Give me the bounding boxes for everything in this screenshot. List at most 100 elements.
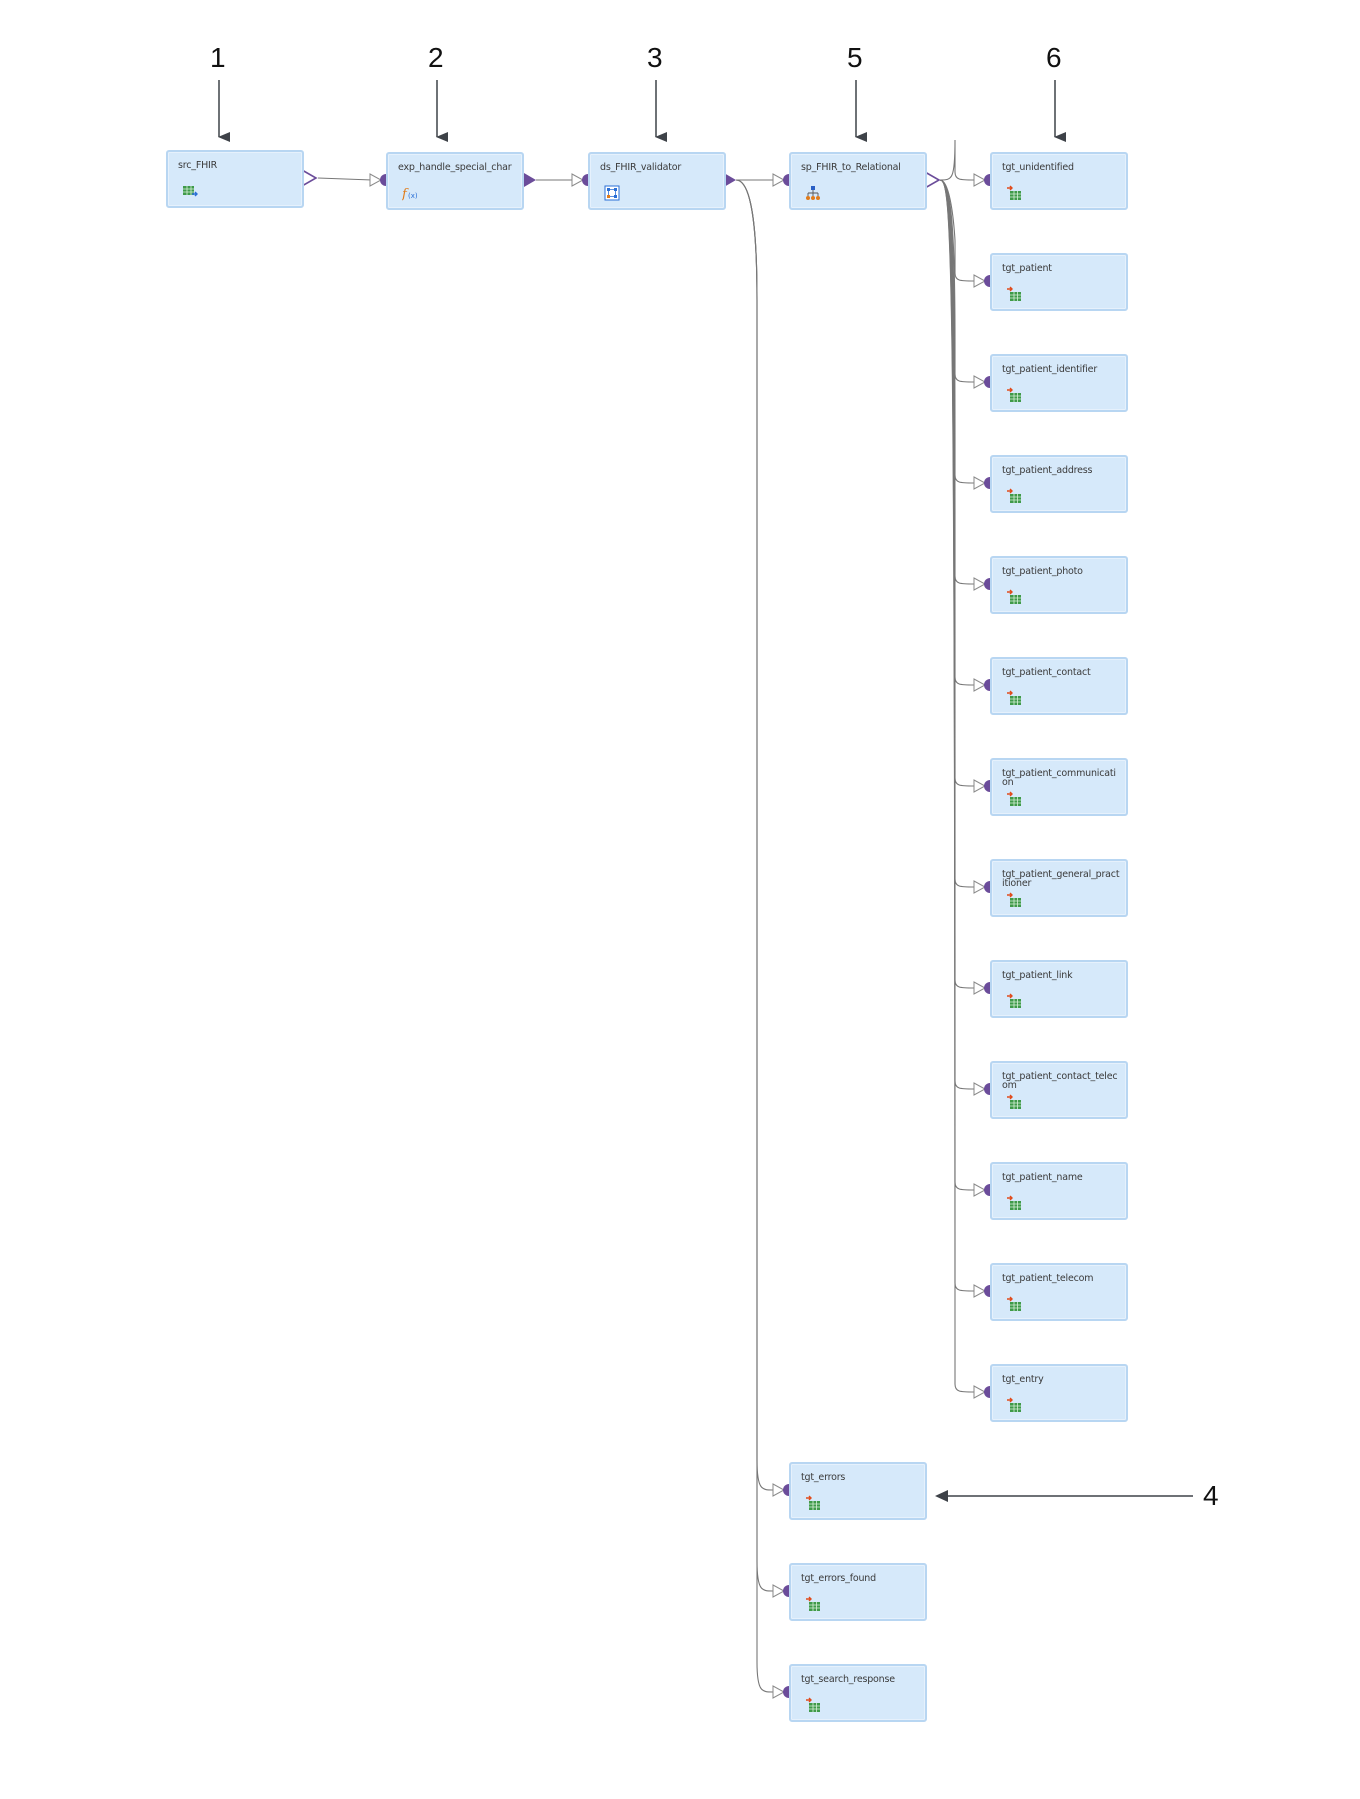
callout-number-1: 1 (210, 42, 226, 73)
error-target-input-port-arrow (772, 1584, 786, 1598)
target-table-icon (806, 1495, 820, 1510)
node-tgt-unidentified[interactable]: tgt_unidentified (990, 152, 1128, 210)
node-tgt-search-response[interactable]: tgt_search_response (789, 1664, 927, 1722)
target-input-port-arrow (973, 678, 987, 692)
target-table-icon (1007, 892, 1021, 907)
callout-number-5: 5 (847, 42, 863, 73)
link-ds-to-error-target (735, 179, 774, 1491)
node-tgt-patient-contact-telecom[interactable]: tgt_patient_contact_telecom (990, 1061, 1128, 1119)
node-label: ds_FHIR_validator (600, 162, 682, 173)
node-exp-handle-special-char[interactable]: exp_handle_special_char f (x) (386, 152, 524, 210)
target-input-port-arrow (973, 476, 987, 490)
data-services-icon (604, 185, 620, 201)
fx-expression-icon: f (x) (402, 187, 418, 201)
node-tgt-patient[interactable]: tgt_patient (990, 253, 1128, 311)
target-input-port-arrow (973, 1385, 987, 1399)
node-label: exp_handle_special_char (398, 162, 512, 173)
node-label: sp_FHIR_to_Relational (801, 162, 901, 173)
callout-number-6: 6 (1046, 42, 1062, 73)
node-label: tgt_search_response (801, 1674, 895, 1685)
target-table-icon (1007, 387, 1021, 402)
node-label: tgt_patient_contact (1002, 667, 1091, 678)
target-input-port-arrow (973, 375, 987, 389)
node-label: src_FHIR (178, 160, 218, 171)
node-label: tgt_patient (1002, 263, 1052, 274)
node-tgt-patient-communication[interactable]: tgt_patient_communication (990, 758, 1128, 816)
node-tgt-patient-telecom[interactable]: tgt_patient_telecom (990, 1263, 1128, 1321)
exp-output-port[interactable] (524, 173, 536, 187)
node-tgt-patient-link[interactable]: tgt_patient_link (990, 960, 1128, 1018)
node-sp-fhir-to-relational[interactable]: sp_FHIR_to_Relational (789, 152, 927, 210)
error-target-input-port-arrow (772, 1685, 786, 1699)
target-input-port-arrow (973, 173, 987, 187)
node-label: tgt_unidentified (1002, 162, 1074, 173)
svg-text:(x): (x) (408, 192, 418, 200)
node-ds-fhir-validator[interactable]: ds_FHIR_validator (588, 152, 726, 210)
callout-number-4: 4 (1203, 1480, 1219, 1511)
node-label: tgt_errors (801, 1472, 846, 1483)
target-table-icon (1007, 286, 1021, 301)
callout-arrows (218, 80, 1193, 1502)
node-label: tgt_patient_communication (1002, 768, 1116, 788)
ds-output-port[interactable] (724, 173, 736, 187)
node-tgt-errors[interactable]: tgt_errors (789, 1462, 927, 1520)
target-input-port-arrow (973, 981, 987, 995)
target-input-port-arrow (973, 274, 987, 288)
target-input-port-arrow (973, 880, 987, 894)
link-sp-to-target (939, 179, 975, 1090)
node-tgt-patient-identifier[interactable]: tgt_patient_identifier (990, 354, 1128, 412)
callout-number-3: 3 (647, 42, 663, 73)
sp-input-port-arrow (772, 173, 786, 187)
target-table-icon (806, 1697, 820, 1712)
node-tgt-patient-address[interactable]: tgt_patient_address (990, 455, 1128, 513)
link-sp-to-target (939, 139, 975, 181)
target-table-icon (1007, 1094, 1021, 1109)
node-src-fhir[interactable]: src_FHIR (166, 150, 304, 208)
target-input-port-arrow (973, 1082, 987, 1096)
node-tgt-patient-photo[interactable]: tgt_patient_photo (990, 556, 1128, 614)
src-output-port[interactable] (301, 168, 318, 188)
node-tgt-errors-found[interactable]: tgt_errors_found (789, 1563, 927, 1621)
node-tgt-patient-general-practitioner[interactable]: tgt_patient_general_practitioner (990, 859, 1128, 917)
node-label: tgt_patient_telecom (1002, 1273, 1094, 1284)
links-layer (317, 139, 975, 1693)
link-src-to-exp (317, 177, 373, 181)
target-input-port-arrow (973, 779, 987, 793)
source-table-icon (183, 186, 198, 197)
exp-input-port-arrow (369, 173, 383, 187)
link-sp-to-target (939, 179, 975, 686)
link-ds-to-error-target (735, 179, 774, 1693)
node-tgt-patient-name[interactable]: tgt_patient_name (990, 1162, 1128, 1220)
node-label: tgt_patient_identifier (1002, 364, 1098, 375)
ds-input-port-arrow (571, 173, 585, 187)
target-table-icon (1007, 993, 1021, 1008)
node-label: tgt_patient_photo (1002, 566, 1083, 577)
link-ds-to-error-target (735, 179, 774, 1592)
target-table-icon (1007, 589, 1021, 604)
target-table-icon (1007, 690, 1021, 705)
node-tgt-patient-contact[interactable]: tgt_patient_contact (990, 657, 1128, 715)
hierarchy-icon (806, 186, 820, 200)
node-label: tgt_patient_link (1002, 970, 1073, 981)
callout-number-2: 2 (428, 42, 444, 73)
node-label: tgt_errors_found (801, 1573, 876, 1584)
node-label: tgt_patient_general_practitioner (1002, 869, 1120, 889)
target-table-icon (1007, 488, 1021, 503)
node-label: tgt_entry (1002, 1374, 1044, 1385)
callout-arrow-4-head (935, 1490, 948, 1502)
node-tgt-entry[interactable]: tgt_entry (990, 1364, 1128, 1422)
svg-text:f: f (402, 187, 409, 201)
node-label: tgt_patient_address (1002, 465, 1093, 476)
node-label: tgt_patient_contact_telecom (1002, 1071, 1118, 1091)
target-table-icon (1007, 1296, 1021, 1311)
node-label: tgt_patient_name (1002, 1172, 1083, 1183)
link-sp-to-target (939, 179, 975, 282)
target-input-port-arrow (973, 1183, 987, 1197)
link-sp-to-target (939, 179, 975, 484)
sp-output-port[interactable] (924, 170, 941, 190)
target-table-icon (1007, 1195, 1021, 1210)
target-table-icon (1007, 791, 1021, 806)
target-table-icon (806, 1596, 820, 1611)
target-input-port-arrow (973, 577, 987, 591)
